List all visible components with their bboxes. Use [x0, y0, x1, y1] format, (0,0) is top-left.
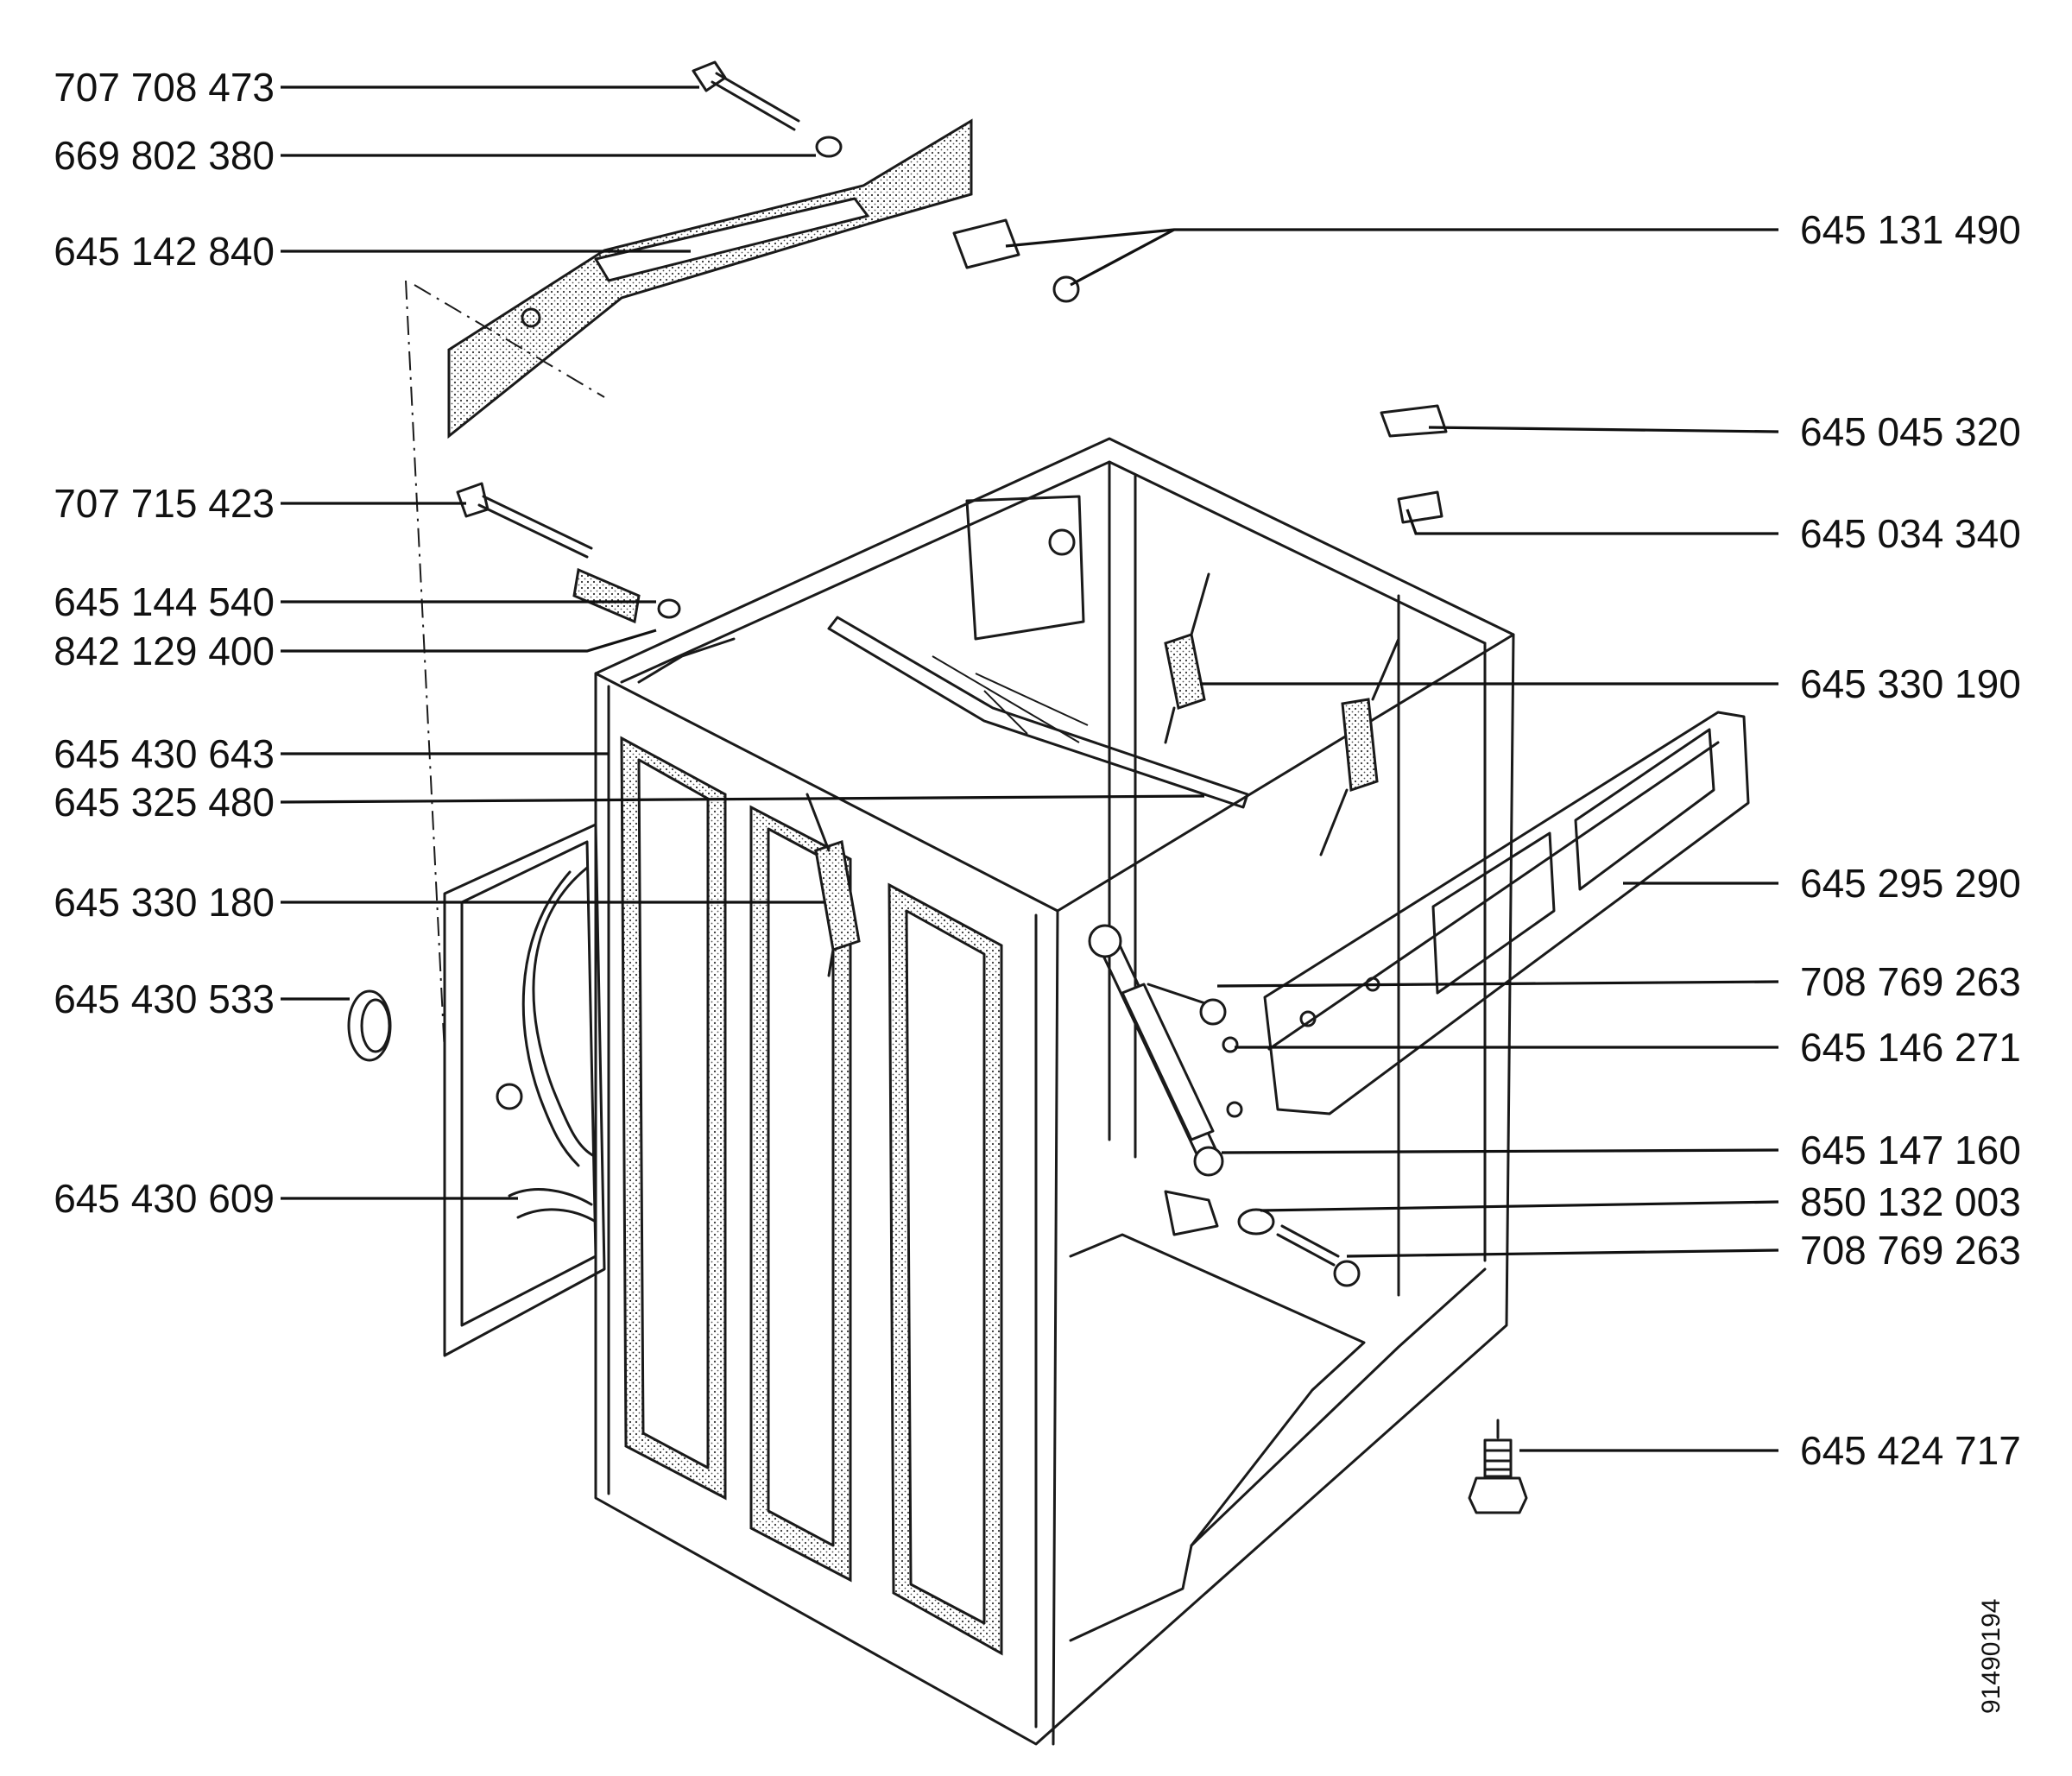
- cabinet-frame: [594, 437, 1515, 1746]
- part-label-850-132-003: 850 132 003: [1800, 1179, 2021, 1224]
- part-label-707-715-423: 707 715 423: [54, 481, 275, 526]
- part-label-645-146-271: 645 146 271: [1800, 1025, 2021, 1070]
- part-label-645-131-490: 645 131 490: [1800, 207, 2021, 252]
- part-label-645-330-180: 645 330 180: [54, 880, 275, 925]
- part-label-708-769-263-lower: 708 769 263: [1800, 1228, 2021, 1273]
- part-label-645-034-340: 645 034 340: [1800, 511, 2021, 556]
- part-label-645-430-533: 645 430 533: [54, 976, 275, 1021]
- part-label-669-802-380: 669 802 380: [54, 133, 275, 178]
- part-label-707-708-473: 707 708 473: [54, 65, 275, 110]
- part-label-645-330-190: 645 330 190: [1800, 661, 2021, 706]
- shock-absorber: [1088, 924, 1361, 1287]
- front-panels: [620, 736, 1003, 1656]
- part-label-645-430-643: 645 430 643: [54, 731, 275, 776]
- part-label-645-147-160: 645 147 160: [1800, 1128, 2021, 1172]
- part-label-842-129-400: 842 129 400: [54, 629, 275, 673]
- leader-lines-right: [1005, 228, 1779, 1452]
- labels-left: 707 708 473 669 802 380 645 142 840 707 …: [54, 65, 275, 1221]
- part-label-645-144-540: 645 144 540: [54, 579, 275, 624]
- part-label-645-430-609: 645 430 609: [54, 1176, 275, 1221]
- foot-screw: [1468, 1419, 1528, 1514]
- springs: [805, 572, 1400, 977]
- side-panel: [405, 280, 606, 1357]
- part-label-645-045-320: 645 045 320: [1800, 409, 2021, 454]
- leader-lines-left: [280, 85, 1205, 1200]
- right-panel: [1263, 711, 1750, 1116]
- part-label-645-142-840: 645 142 840: [54, 229, 275, 274]
- drawing-reference-number: 91490194: [1977, 1599, 2006, 1714]
- top-crossbar: [414, 118, 973, 439]
- part-label-708-769-263-upper: 708 769 263: [1800, 959, 2021, 1004]
- part-label-645-295-290: 645 295 290: [1800, 861, 2021, 906]
- part-label-645-325-480: 645 325 480: [54, 780, 275, 825]
- labels-right: 645 131 490 645 045 320 645 034 340 645 …: [1800, 207, 2021, 1473]
- ring-seal: [347, 989, 392, 1062]
- part-label-645-424-717: 645 424 717: [1800, 1428, 2021, 1473]
